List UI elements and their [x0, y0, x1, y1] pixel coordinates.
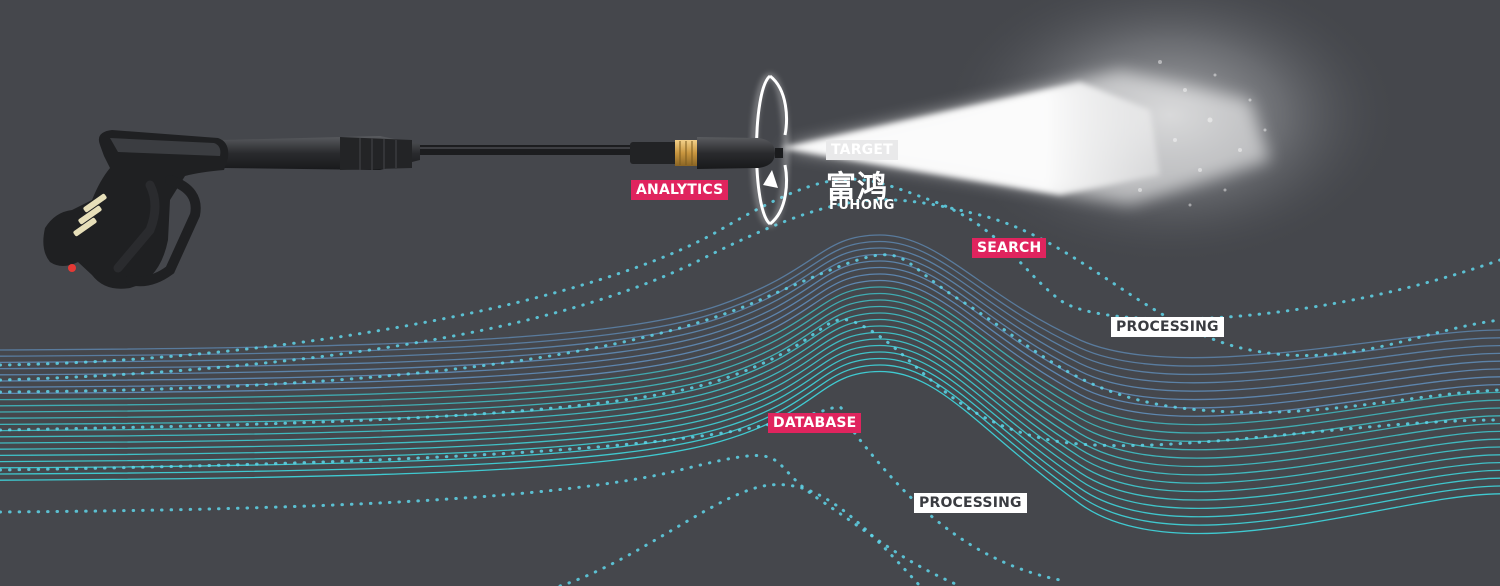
flow-line [0, 234, 1500, 359]
analytics-label: ANALYTICS [631, 180, 729, 200]
flow-line [0, 299, 1500, 442]
processing-label-top: PROCESSING [1111, 317, 1224, 337]
flow-line [0, 240, 1500, 367]
brand-logo-chinese: 富鸿 [826, 170, 888, 205]
target-label: TARGET [826, 140, 898, 160]
water-spray [780, 0, 1400, 265]
flow-line [0, 305, 1500, 451]
flow-line [0, 253, 1500, 384]
flow-line [0, 331, 1500, 484]
flow-lines [0, 234, 1500, 535]
flow-line [0, 370, 1500, 535]
brand-logo-english: FUHONG [829, 198, 895, 213]
flow-line [0, 325, 1500, 476]
flow-line [0, 318, 1500, 468]
flow-line [0, 344, 1500, 501]
flow-line [0, 279, 1500, 417]
flow-line [0, 364, 1500, 526]
flow-line [0, 286, 1500, 426]
processing-label-bottom: PROCESSING [914, 493, 1027, 513]
dotted-line [0, 198, 1500, 382]
pressure-washer-gun-icon [43, 130, 783, 289]
flow-line [0, 292, 1500, 434]
dotted-line [0, 318, 1500, 448]
dotted-line [0, 253, 1500, 414]
dotted-line [0, 405, 1062, 582]
database-label: DATABASE [768, 413, 862, 433]
search-label: SEARCH [972, 238, 1047, 258]
flow-line [0, 351, 1500, 510]
flow-line [0, 273, 1500, 409]
flow-line [0, 266, 1500, 401]
flow-line [0, 338, 1500, 493]
flow-line [0, 260, 1500, 392]
flow-line [0, 357, 1500, 518]
flow-line [0, 247, 1500, 376]
dotted-line [558, 483, 922, 586]
dotted-line [0, 454, 962, 586]
